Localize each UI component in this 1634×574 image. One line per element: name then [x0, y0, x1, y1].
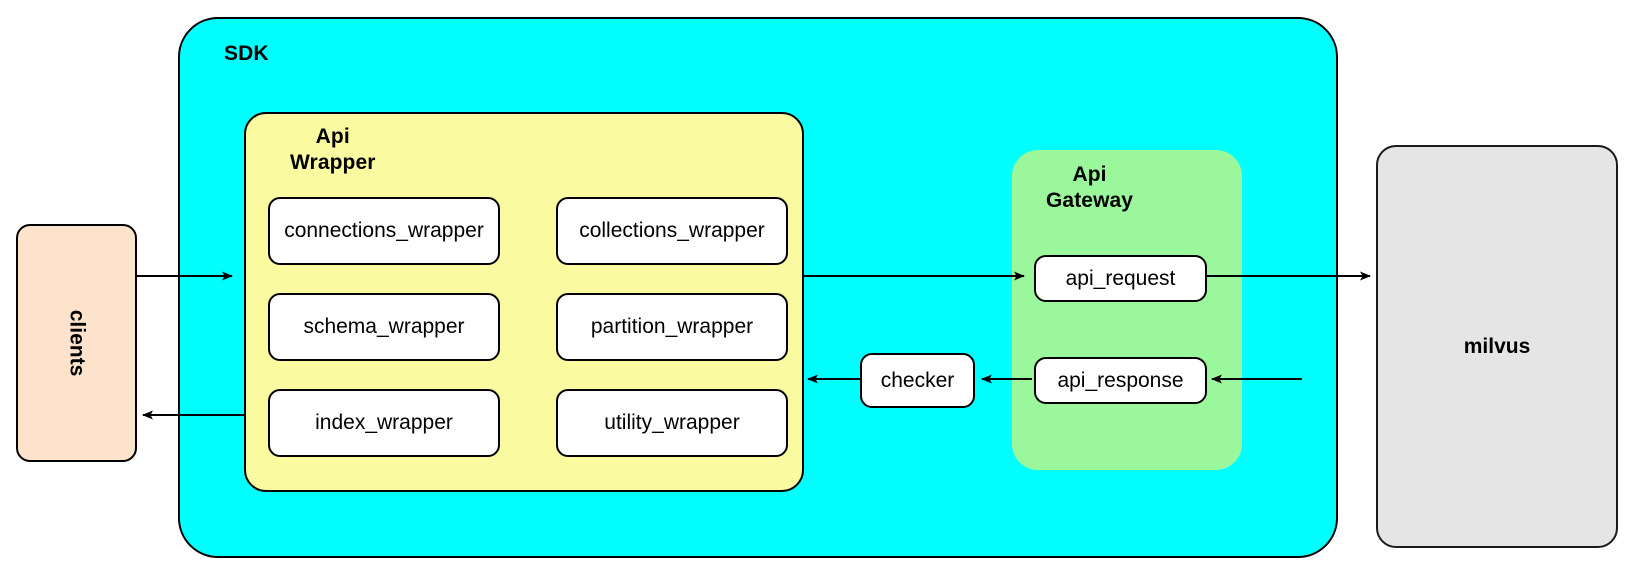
- clients-node[interactable]: clients: [16, 224, 137, 462]
- node-label: index_wrapper: [315, 411, 453, 434]
- node-label: partition_wrapper: [590, 315, 754, 338]
- node-schema-wrapper[interactable]: schema_wrapper: [268, 293, 500, 361]
- node-utility-wrapper[interactable]: utility_wrapper: [556, 389, 788, 457]
- node-api-request[interactable]: api_request: [1034, 255, 1207, 302]
- sdk-title: SDK: [224, 42, 269, 65]
- clients-label: clients: [65, 309, 89, 377]
- api-wrapper-container[interactable]: Api Wrapper connections_wrapper collecti…: [244, 112, 804, 492]
- api-wrapper-title: Api Wrapper: [290, 125, 376, 174]
- api-gateway-container[interactable]: Api Gateway api_request api_response: [1012, 150, 1242, 470]
- node-label: connections_wrapper: [284, 219, 484, 242]
- node-label: checker: [880, 368, 955, 392]
- node-connections-wrapper[interactable]: connections_wrapper: [268, 197, 500, 265]
- node-api-response[interactable]: api_response: [1034, 357, 1207, 404]
- node-label: utility_wrapper: [604, 411, 740, 434]
- node-label: api_response: [1057, 368, 1184, 392]
- checker-node[interactable]: checker: [860, 353, 975, 408]
- node-label: api_request: [1065, 266, 1176, 290]
- milvus-node[interactable]: milvus: [1376, 145, 1618, 548]
- node-label: schema_wrapper: [303, 315, 465, 338]
- sdk-container[interactable]: SDK Api Wrapper connections_wrapper coll…: [178, 17, 1338, 558]
- node-collections-wrapper[interactable]: collections_wrapper: [556, 197, 788, 265]
- api-gateway-title: Api Gateway: [1046, 163, 1134, 212]
- node-index-wrapper[interactable]: index_wrapper: [268, 389, 500, 457]
- node-label: collections_wrapper: [579, 219, 765, 242]
- node-partition-wrapper[interactable]: partition_wrapper: [556, 293, 788, 361]
- milvus-label: milvus: [1463, 334, 1531, 358]
